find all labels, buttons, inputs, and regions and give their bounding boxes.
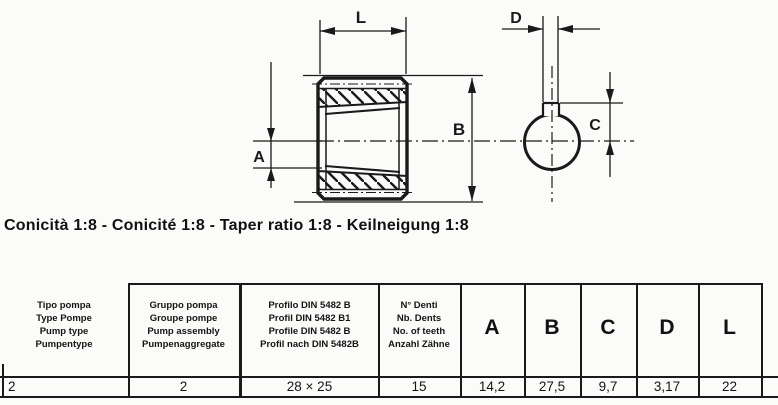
dim-C-label: C: [589, 117, 601, 134]
header-line: Groupe pompe: [149, 313, 218, 324]
header-dim-B: B: [544, 316, 560, 339]
header-line: Pumpentype: [35, 339, 93, 350]
header-line: Pump type: [39, 326, 89, 337]
header-line: Profil DIN 5482 B1: [268, 313, 351, 324]
dim-D-label: D: [510, 10, 522, 27]
taper-ratio-caption: Conicità 1:8 - Conicité 1:8 - Taper rati…: [4, 217, 469, 234]
header-pump-type: Tipo pompa Type Pompe Pump type Pumpenty…: [0, 299, 128, 351]
header-line: Profile DIN 5482 B: [268, 326, 351, 337]
header-dim-A: A: [484, 316, 500, 339]
header-dim-D: D: [659, 316, 675, 339]
table-divider: [460, 283, 462, 396]
value-dim-A: 14,2: [478, 379, 506, 394]
header-pump-assembly: Gruppo pompa Groupe pompe Pump assembly …: [128, 299, 239, 351]
header-profile: Profilo DIN 5482 B Profil DIN 5482 B1 Pr…: [241, 299, 378, 351]
dim-B-label: B: [453, 120, 465, 139]
dim-C: C: [560, 72, 623, 177]
table-divider: [698, 283, 700, 396]
dim-L: L: [319, 8, 407, 74]
header-line: Gruppo pompa: [149, 300, 218, 311]
table-header-separator: [0, 376, 778, 378]
shaft-end-view: [523, 66, 581, 202]
header-line: Nb. Dents: [396, 313, 442, 324]
hub-outline: [316, 76, 409, 201]
table-divider: [524, 283, 526, 396]
bottom-hatch-band: [319, 171, 406, 190]
value-dim-D: 3,17: [653, 379, 681, 394]
technical-drawing: L A B D: [253, 8, 634, 203]
header-teeth: N° Denti Nb. Dents No. of teeth Anzahl Z…: [378, 299, 460, 351]
spec-table: Tipo pompa Type Pompe Pump type Pumpenty…: [0, 283, 778, 405]
header-line: N° Denti: [400, 300, 438, 311]
header-line: Type Pompe: [36, 313, 92, 324]
value-dim-C: 9,7: [598, 379, 618, 394]
value-profile: 28 × 25: [286, 379, 333, 394]
dim-D: D: [502, 10, 600, 102]
table-divider: [761, 283, 763, 396]
table-divider: [378, 283, 380, 396]
value-dim-L: 22: [721, 379, 738, 394]
hub-section-view: [294, 74, 634, 203]
value-pump-assembly: 2: [179, 379, 188, 394]
value-pump-type: 2: [8, 379, 16, 394]
header-line: No. of teeth: [392, 326, 446, 337]
dim-B: B: [453, 78, 476, 201]
table-bottom-border: [0, 396, 778, 398]
dim-A-label: A: [253, 149, 265, 166]
header-line: Profil nach DIN 5482B: [260, 339, 359, 350]
table-divider: [636, 283, 638, 396]
dim-A: A: [253, 62, 322, 188]
header-dim-L: L: [723, 316, 736, 339]
header-line: Pump assembly: [147, 326, 220, 337]
value-dim-B: 27,5: [538, 379, 566, 394]
table-top-border: [128, 283, 763, 285]
table-left-stub: [2, 364, 4, 396]
header-line: Profilo DIN 5482 B: [268, 300, 351, 311]
table-divider: [580, 283, 582, 396]
value-teeth: 15: [411, 379, 427, 394]
dim-L-label: L: [356, 8, 366, 27]
header-line: Pumpenaggregate: [142, 339, 225, 350]
table-divider: [239, 283, 242, 396]
header-dim-C: C: [600, 316, 616, 339]
table-divider: [128, 283, 130, 396]
header-line: Tipo pompa: [37, 300, 91, 311]
header-line: Anzahl Zähne: [388, 339, 450, 350]
